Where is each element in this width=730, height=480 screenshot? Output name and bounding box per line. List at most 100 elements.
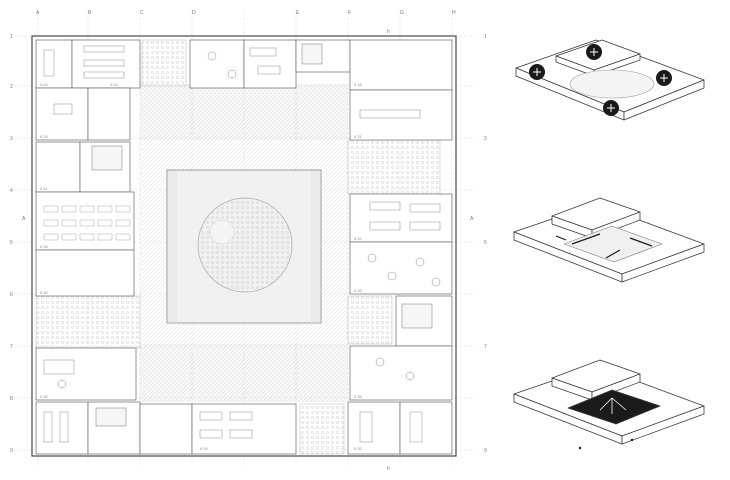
- desk: [97, 233, 113, 241]
- paving-north: [140, 84, 348, 140]
- room: [349, 39, 453, 91]
- table: [199, 411, 223, 421]
- section-mark-right: A: [470, 216, 474, 222]
- desk: [115, 219, 131, 227]
- grid-tag: 9: [484, 448, 487, 454]
- lawn-stripe-left: [167, 170, 177, 323]
- room: [35, 401, 89, 455]
- grid-tag: 7: [484, 344, 487, 350]
- round-table: [227, 69, 237, 79]
- table: [359, 411, 373, 443]
- table: [409, 203, 441, 213]
- desk: [115, 205, 131, 213]
- garden-ne: [347, 139, 441, 195]
- grid-tag: 4: [10, 188, 13, 194]
- desk: [61, 205, 77, 213]
- arrow-icon: [571, 233, 601, 245]
- round-table: [57, 379, 67, 389]
- table: [229, 429, 253, 439]
- room-label: 0.21: [354, 134, 363, 139]
- grid-tag: 1: [10, 34, 13, 40]
- room: [71, 39, 141, 89]
- garden-patches: [35, 39, 441, 455]
- grid-tags-side: 1 2 3 4 5 6 7 8 9 1 3 5 7 9: [10, 34, 487, 454]
- desk: [79, 205, 95, 213]
- grid-tag: A: [36, 10, 40, 16]
- room: [243, 39, 297, 89]
- south-wing: [35, 401, 453, 455]
- node-dot: [578, 446, 582, 450]
- desk: [61, 233, 77, 241]
- room-labels: 0.44 0.24 0.29 0.41 0.34 0.30 0.46 0.18 …: [40, 82, 363, 451]
- grid-tag: F: [348, 10, 351, 16]
- grid-tag: B: [88, 10, 92, 16]
- round-table: [415, 257, 425, 267]
- table: [409, 411, 423, 443]
- table: [369, 201, 401, 211]
- table: [359, 109, 421, 119]
- table: [257, 65, 281, 75]
- section-mark-bottom: h: [387, 466, 390, 472]
- stair: [91, 145, 123, 171]
- table: [53, 103, 73, 115]
- round-tables: [57, 51, 441, 389]
- tree-grove: [197, 197, 293, 293]
- stair: [95, 407, 127, 427]
- room: [35, 249, 135, 297]
- marker-glyph: [590, 48, 598, 56]
- arrow-icon: [599, 397, 627, 414]
- arrow-icon: [629, 237, 653, 247]
- marker-glyph: [607, 104, 615, 112]
- table: [43, 359, 75, 375]
- round-table: [207, 51, 217, 61]
- room-label: 0.41: [40, 186, 49, 191]
- grid-tag: 5: [484, 240, 487, 246]
- room: [87, 87, 131, 141]
- garden-w: [35, 295, 141, 349]
- void-fill: [567, 389, 661, 425]
- room-label: 0.44: [40, 82, 49, 87]
- table: [409, 221, 441, 231]
- desk: [79, 219, 95, 227]
- room-label: 0.35: [354, 394, 363, 399]
- room-label: 0.30: [40, 290, 49, 295]
- slab-right: [621, 243, 705, 283]
- room-label: 0.46: [40, 394, 49, 399]
- diagram-courtyard-entrances: [515, 39, 705, 121]
- north-wing: [35, 39, 453, 141]
- marker-glyph: [660, 74, 668, 82]
- room: [347, 401, 401, 455]
- desk: [43, 233, 59, 241]
- section-marks: h h A A: [22, 29, 474, 472]
- room-label: 0.29: [40, 134, 49, 139]
- grid-tag: 1: [484, 34, 487, 40]
- table: [83, 45, 125, 53]
- room: [35, 141, 81, 193]
- table: [83, 71, 125, 79]
- room-label: 0.32: [354, 446, 363, 451]
- room: [349, 241, 453, 295]
- grid-tag: 8: [10, 396, 13, 402]
- round-table: [367, 253, 377, 263]
- east-wing: [349, 193, 453, 401]
- section-mark-left: A: [22, 216, 26, 222]
- grid-tag: 6: [10, 292, 13, 298]
- node-dot: [630, 438, 634, 442]
- table: [229, 411, 253, 421]
- diagram-circulation: [513, 197, 705, 283]
- floor-plan: A B C D E F G H 1 2 3 4 5 6 7 8 9 1 3 5 …: [10, 10, 487, 472]
- grid-tag: 2: [10, 84, 13, 90]
- garden-nw: [141, 39, 187, 87]
- garden-e: [347, 295, 393, 345]
- room-label: 0.24: [110, 82, 119, 87]
- desk: [43, 205, 59, 213]
- round-table: [387, 271, 397, 281]
- grid-tag: 3: [484, 136, 487, 142]
- room: [349, 345, 453, 401]
- round-table: [405, 371, 415, 381]
- room-label: 0.34: [40, 244, 49, 249]
- grid-tag: D: [192, 10, 196, 16]
- grid-tag: 5: [10, 240, 13, 246]
- table: [43, 411, 53, 443]
- table: [59, 411, 69, 443]
